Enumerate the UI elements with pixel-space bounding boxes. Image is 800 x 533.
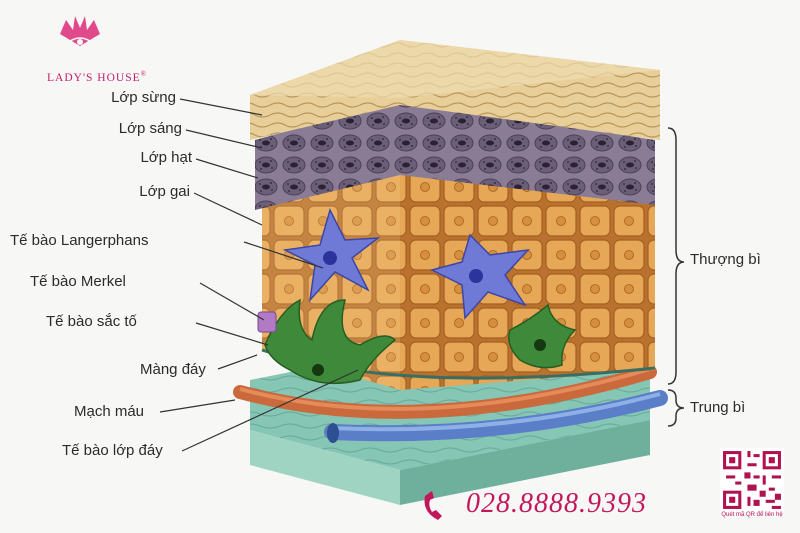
label-te-bao-sac-to: Tế bào sắc tố — [46, 313, 137, 330]
label-trung-bi: Trung bì — [690, 399, 746, 416]
label-lop-sung: Lớp sừng — [111, 89, 176, 106]
label-te-bao-merkel: Tế bào Merkel — [30, 273, 126, 290]
dermis-bracket — [667, 389, 685, 427]
label-thuong-bi: Thượng bì — [690, 251, 761, 268]
brand-name: LADY'S HOUSE® — [47, 70, 147, 84]
stratum-granulosum-layer — [255, 100, 655, 210]
merkel-cell — [257, 311, 277, 333]
blood-vessel-red — [233, 365, 657, 419]
phone-number[interactable]: 028.8888.9393 — [466, 488, 647, 519]
langerhans-cell — [282, 207, 381, 303]
epidermis-bracket — [667, 127, 685, 385]
label-mach-mau: Mạch máu — [74, 403, 145, 420]
label-mang-day: Màng đáy — [140, 361, 206, 378]
label-lop-sang: Lớp sáng — [118, 120, 182, 137]
leader-lines — [159, 98, 359, 452]
brand-logo-icon — [60, 16, 100, 46]
stratum-corneum-layer — [250, 40, 660, 140]
label-te-bao-lop-day: Tế bào lớp đáy — [62, 442, 163, 459]
phone-icon — [424, 491, 442, 520]
melanocyte-cell-2 — [508, 303, 577, 369]
langerhans-cell-2 — [429, 233, 530, 320]
label-lop-hat: Lớp hạt — [140, 149, 192, 166]
label-te-bao-langerphans: Tế bào Langerphans — [10, 232, 149, 249]
blood-vessel-blue — [324, 390, 668, 442]
label-lop-gai: Lớp gai — [139, 183, 190, 200]
qr-code-icon[interactable] — [720, 448, 784, 512]
melanocyte-cell — [264, 298, 397, 385]
qr-caption: Quét mã QR để liên hệ — [721, 512, 783, 518]
